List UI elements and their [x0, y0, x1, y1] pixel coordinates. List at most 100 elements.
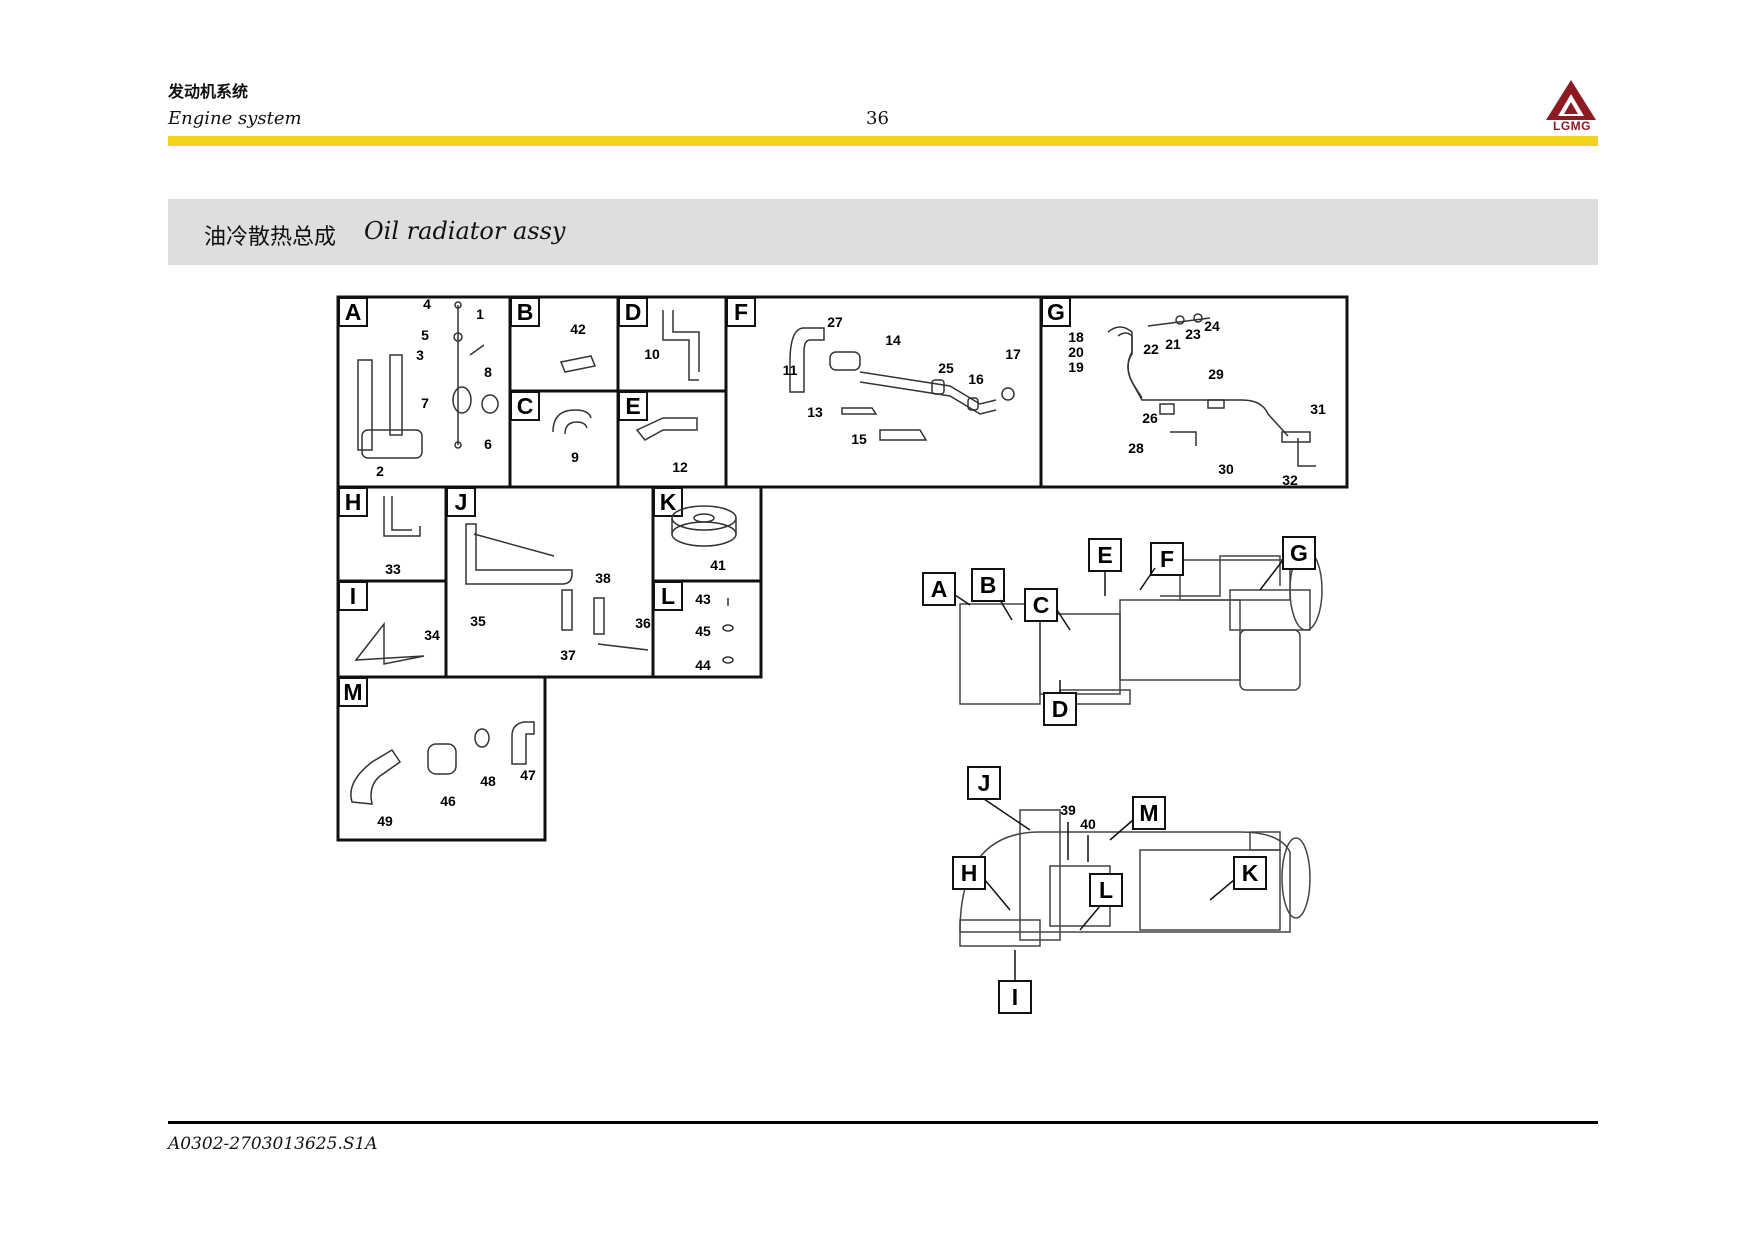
part-40: 40 — [1080, 816, 1096, 832]
part-3: 3 — [416, 347, 424, 363]
part-43: 43 — [695, 591, 711, 607]
panel-i-label: I — [350, 583, 356, 609]
title-en: Oil radiator assy — [364, 217, 566, 245]
part-41: 41 — [710, 557, 726, 573]
part-38: 38 — [595, 570, 611, 586]
callout-j: J — [978, 770, 991, 796]
panel-i-tag — [338, 581, 368, 611]
part-37: 37 — [560, 647, 576, 663]
part-45: 45 — [695, 623, 711, 639]
panel-f-label: F — [734, 299, 748, 325]
engine-overview-top — [959, 549, 1323, 705]
panel-a-label: A — [345, 299, 362, 325]
part-17: 17 — [1005, 346, 1021, 362]
panel-a-tag — [338, 297, 368, 327]
callout-a: A — [931, 576, 948, 602]
part-32: 32 — [1282, 472, 1298, 488]
part-4: 4 — [423, 296, 431, 312]
document-code: A0302-2703013625.S1A — [168, 1134, 378, 1154]
part-23: 23 — [1185, 326, 1201, 342]
part-49: 49 — [377, 813, 393, 829]
part-19: 19 — [1068, 359, 1084, 375]
part-35: 35 — [470, 613, 486, 629]
part-16: 16 — [968, 371, 984, 387]
part-2: 2 — [376, 463, 384, 479]
section-title-cn: 发动机系统 — [168, 82, 249, 101]
callout-c: C — [1033, 592, 1050, 618]
part-5: 5 — [421, 327, 429, 343]
part-13: 13 — [807, 404, 823, 420]
callout-f: F — [1160, 546, 1174, 572]
part-18: 18 — [1068, 329, 1084, 345]
panel-e-tag — [618, 391, 648, 421]
part-42: 42 — [570, 321, 586, 337]
callout-k: K — [1242, 860, 1259, 886]
panel-e-label: E — [625, 393, 640, 419]
callout-b: B — [980, 572, 997, 598]
part-24: 24 — [1204, 318, 1220, 334]
title-band: 油冷散热总成 Oil radiator assy — [168, 199, 1598, 265]
part-1: 1 — [476, 306, 484, 322]
panel-b-label: B — [517, 299, 534, 325]
page-number: 36 — [866, 108, 889, 129]
logo-text: LGMG — [1553, 119, 1591, 133]
part-34: 34 — [424, 627, 440, 643]
part-31: 31 — [1310, 401, 1326, 417]
part-25: 25 — [938, 360, 954, 376]
panel-h-tag — [338, 487, 368, 517]
panel-l-tag — [653, 581, 683, 611]
callout-l: L — [1099, 877, 1113, 903]
part-28: 28 — [1128, 440, 1144, 456]
part-9: 9 — [571, 449, 579, 465]
part-30: 30 — [1218, 461, 1234, 477]
part-46: 46 — [440, 793, 456, 809]
part-10: 10 — [644, 346, 660, 362]
panel-j-tag — [446, 487, 476, 517]
callout-h: H — [961, 860, 978, 886]
part-11: 11 — [783, 362, 798, 378]
panel-k-label: K — [660, 489, 677, 515]
part-21: 21 — [1165, 336, 1181, 352]
part-36: 36 — [635, 615, 651, 631]
header-divider — [168, 136, 1598, 146]
part-29: 29 — [1208, 366, 1224, 382]
part-27: 27 — [827, 314, 843, 330]
part-47: 47 — [520, 767, 536, 783]
callout-g: G — [1290, 540, 1308, 566]
part-26: 26 — [1142, 410, 1158, 426]
part-14: 14 — [885, 332, 901, 348]
panel-g-tag — [1041, 297, 1071, 327]
lgmg-logo-icon — [1546, 80, 1596, 120]
section-title-en: Engine system — [168, 108, 302, 129]
footer-divider — [168, 1121, 1598, 1124]
part-8: 8 — [484, 364, 492, 380]
panel-d-label: D — [625, 299, 642, 325]
panel-g-label: G — [1047, 299, 1065, 325]
callout-d: D — [1052, 696, 1069, 722]
part-7: 7 — [421, 395, 429, 411]
panel-f-tag — [726, 297, 756, 327]
panel-m-label: M — [343, 679, 362, 705]
panel-d-tag — [618, 297, 648, 327]
part-44: 44 — [695, 657, 711, 673]
title-cn: 油冷散热总成 — [204, 225, 337, 250]
part-33: 33 — [385, 561, 401, 577]
panel-j-label: J — [455, 489, 468, 515]
panel-l-label: L — [661, 583, 675, 609]
part-20: 20 — [1068, 344, 1084, 360]
part-12: 12 — [672, 459, 688, 475]
part-6: 6 — [484, 436, 492, 452]
part-39: 39 — [1060, 802, 1076, 818]
callout-e: E — [1097, 542, 1112, 568]
callout-m: M — [1139, 800, 1158, 826]
panel-m-tag — [338, 677, 368, 707]
part-22: 22 — [1143, 341, 1159, 357]
callout-i: I — [1012, 984, 1018, 1010]
part-15: 15 — [851, 431, 867, 447]
panel-h-label: H — [345, 489, 362, 515]
part-48: 48 — [480, 773, 496, 789]
panel-b-tag — [510, 297, 540, 327]
panel-c-label: C — [517, 393, 534, 419]
panel-c-tag — [510, 391, 540, 421]
